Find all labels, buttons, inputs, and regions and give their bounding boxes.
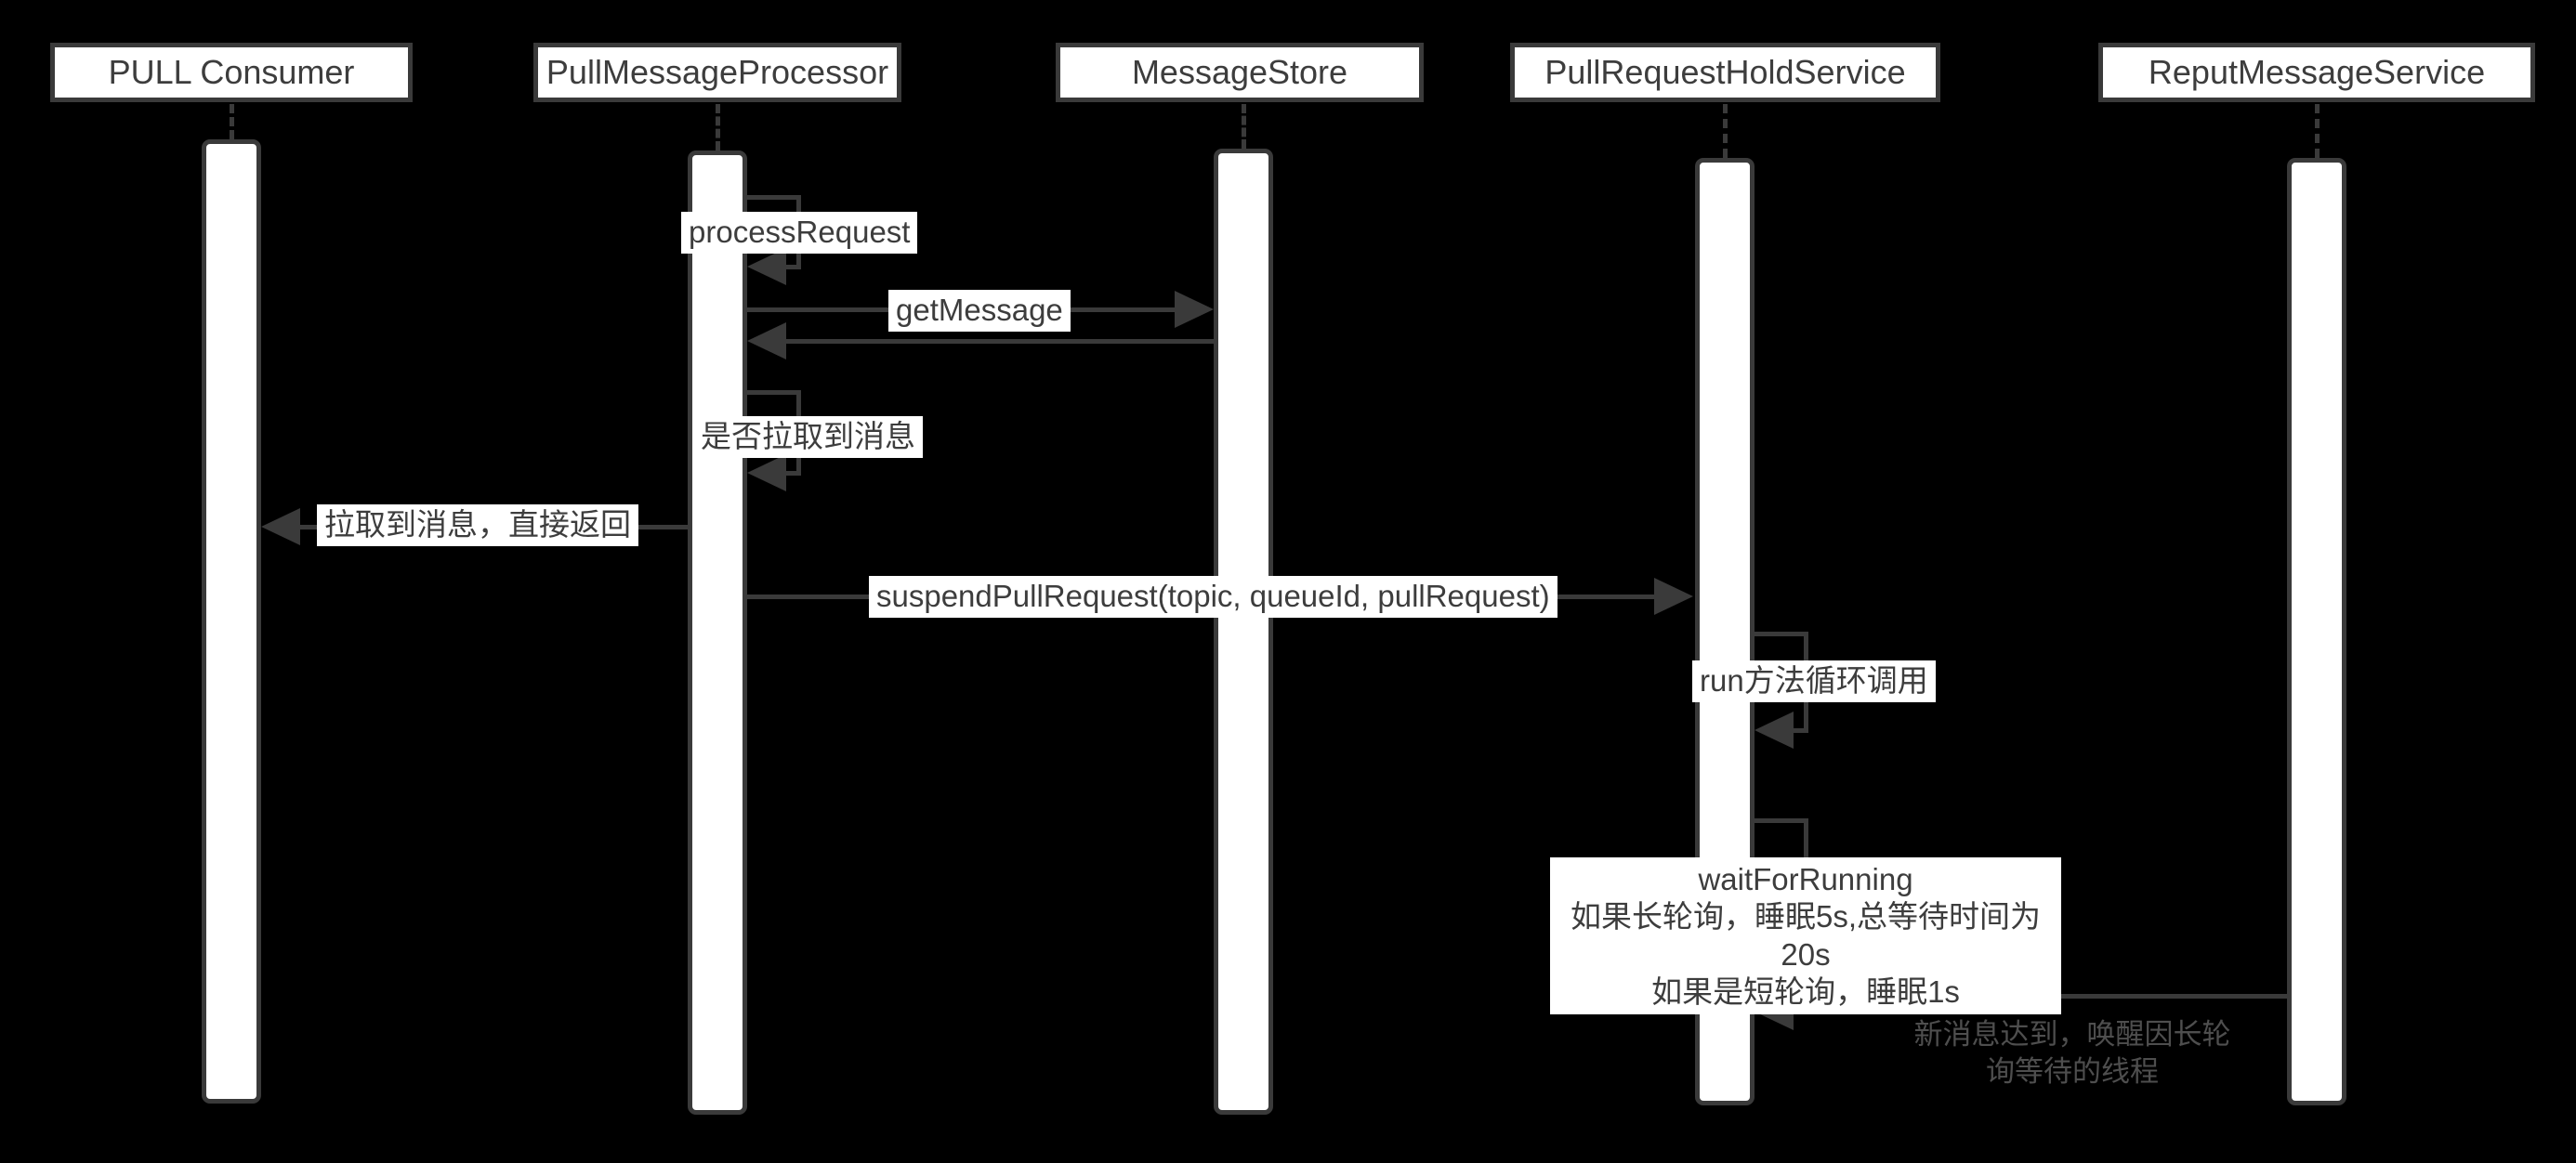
message-line-is-pulled-bottom [781, 471, 801, 476]
participant-box-pull-message-processor: PullMessageProcessor [533, 43, 901, 102]
message-line-process-request-top [747, 195, 801, 200]
wait-for-running-note-line3: 如果是短轮询，睡眠1s [1651, 974, 1960, 1009]
message-label-suspend-pull-request: suspendPullRequest(topic, queueId, pullR… [869, 576, 1557, 618]
message-line-is-pulled-top [747, 390, 801, 395]
arrowhead-run-loop [1755, 712, 1794, 749]
arrowhead-suspend-pull-request [1654, 578, 1693, 615]
participant-box-reput-message-service: ReputMessageService [2098, 43, 2535, 102]
arrowhead-get-message-return [747, 322, 786, 359]
activation-bar-message-store [1214, 149, 1273, 1115]
new-message-wake-note-line2: 询等待的线程 [1986, 1054, 2159, 1088]
participant-box-message-store: MessageStore [1056, 43, 1424, 102]
activation-bar-reput-message-service [2287, 158, 2346, 1105]
activation-bar-pull-message-processor [688, 150, 747, 1115]
message-line-new-message-wake [1874, 994, 2287, 999]
wait-for-running-note-line2: 如果长轮询，睡眠5s,总等待时间为20s [1570, 899, 2042, 972]
lifeline-reput-message-service [2315, 104, 2320, 158]
participant-box-pull-consumer: PULL Consumer [50, 43, 413, 102]
arrowhead-process-request [747, 248, 786, 285]
message-label-process-request: processRequest [681, 212, 918, 254]
message-line-run-loop-top [1755, 632, 1808, 636]
arrowhead-is-pulled [747, 454, 786, 491]
participant-box-pull-request-hold-service: PullRequestHoldService [1510, 43, 1940, 102]
message-label-pulled-direct-return: 拉取到消息，直接返回 [317, 504, 638, 546]
lifeline-pull-request-hold-service [1723, 104, 1728, 158]
wait-for-running-note: waitForRunning 如果长轮询，睡眠5s,总等待时间为20s 如果是短… [1550, 857, 2061, 1014]
message-line-get-message-return [786, 339, 1214, 344]
lifeline-message-store [1242, 104, 1246, 149]
message-label-is-pulled: 是否拉取到消息 [693, 416, 923, 458]
message-line-process-request-bottom [781, 265, 801, 269]
arrowhead-get-message [1175, 291, 1214, 328]
wait-for-running-note-line1: waitForRunning [1698, 862, 1913, 896]
new-message-wake-note: 新消息达到，唤醒因长轮 询等待的线程 [1896, 1016, 2249, 1090]
message-label-get-message: getMessage [888, 290, 1071, 332]
message-line-run-loop-bottom [1788, 728, 1808, 733]
new-message-wake-note-line1: 新消息达到，唤醒因长轮 [1913, 1018, 2231, 1051]
message-label-run-loop: run方法循环调用 [1692, 660, 1936, 702]
lifeline-pull-message-processor [716, 104, 720, 150]
message-line-wait-for-running-top [1755, 818, 1808, 823]
activation-bar-pull-consumer [202, 139, 261, 1104]
arrowhead-pulled-direct-return [261, 508, 300, 545]
lifeline-pull-consumer [230, 104, 234, 139]
